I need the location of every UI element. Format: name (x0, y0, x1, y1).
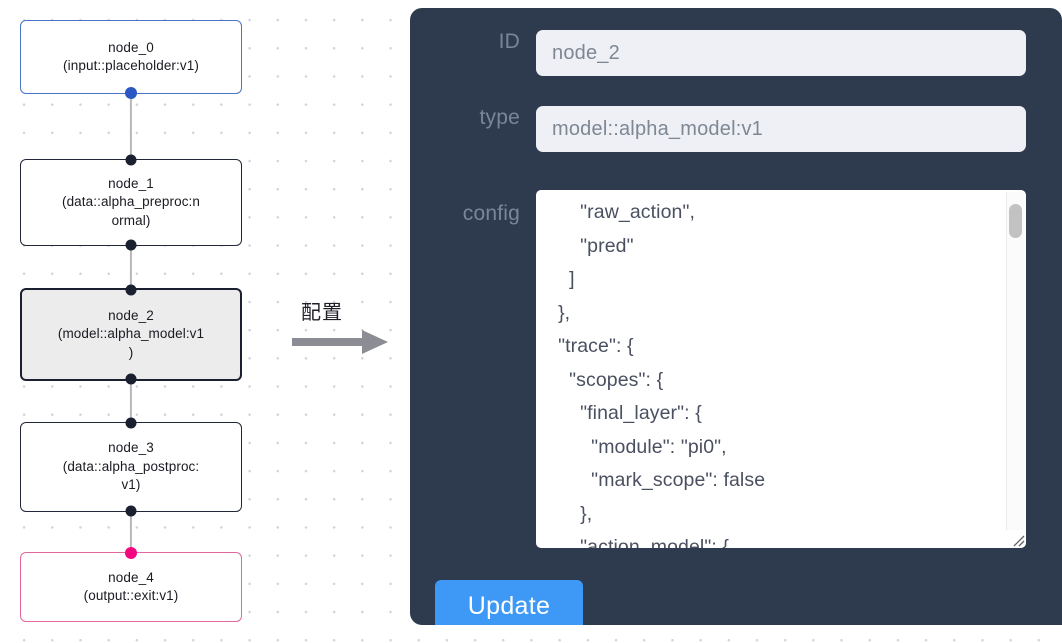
node-handle-top[interactable] (125, 417, 137, 429)
config-field-label: config (462, 202, 520, 225)
node-handle-top[interactable] (125, 547, 137, 559)
id-field-label: ID (498, 30, 520, 53)
config-textarea-wrapper (536, 190, 1026, 548)
type-field-label: type (479, 106, 520, 129)
node-handle-top[interactable] (125, 284, 137, 296)
edge-node1-node2 (129, 246, 133, 289)
node-handle-top[interactable] (125, 154, 137, 166)
node-label: node_2 (model::alpha_model:v1 ) (57, 307, 205, 360)
update-button[interactable]: Update (435, 580, 583, 625)
node-handle-bottom[interactable] (125, 505, 137, 517)
edge-node2-node3 (129, 381, 133, 423)
flow-node-node-1[interactable]: node_1 (data::alpha_preproc:n ormal) (20, 154, 242, 251)
field-row-config: config (426, 190, 1026, 548)
node-handle-bottom[interactable] (125, 87, 137, 99)
flow-node-node-3[interactable]: node_3 (data::alpha_postproc: v1) (20, 417, 242, 517)
config-textarea[interactable] (536, 190, 1026, 548)
field-row-type: type (426, 106, 1026, 152)
node-label: node_0 (input::placeholder:v1) (63, 39, 199, 74)
node-label: node_3 (data::alpha_postproc: v1) (62, 440, 200, 493)
node-handle-bottom[interactable] (125, 373, 137, 385)
field-row-id: ID (426, 30, 1026, 76)
flow-node-node-0[interactable]: node_0 (input::placeholder:v1) (20, 20, 242, 99)
id-input[interactable] (536, 30, 1026, 76)
arrow-label: 配置 (301, 300, 343, 324)
edge-node0-node1 (129, 94, 133, 160)
resize-grip-icon[interactable] (1010, 532, 1025, 547)
node-handle-bottom[interactable] (125, 239, 137, 251)
right-arrow-icon (292, 330, 388, 354)
node-label: node_1 (data::alpha_preproc:n ormal) (61, 175, 201, 228)
config-scrollbar-thumb[interactable] (1009, 204, 1022, 238)
node-label: node_4 (output::exit:v1) (83, 569, 179, 604)
config-scrollbar-track[interactable] (1006, 192, 1024, 530)
flow-node-node-4[interactable]: node_4 (output::exit:v1) (20, 547, 242, 622)
node-inspector-panel: ID type config Update (410, 8, 1062, 625)
type-input[interactable] (536, 106, 1026, 152)
edge-node3-node4 (129, 512, 133, 553)
flow-node-node-2[interactable]: node_2 (model::alpha_model:v1 ) (20, 284, 242, 385)
configure-arrow-group: 配置 (292, 296, 402, 358)
